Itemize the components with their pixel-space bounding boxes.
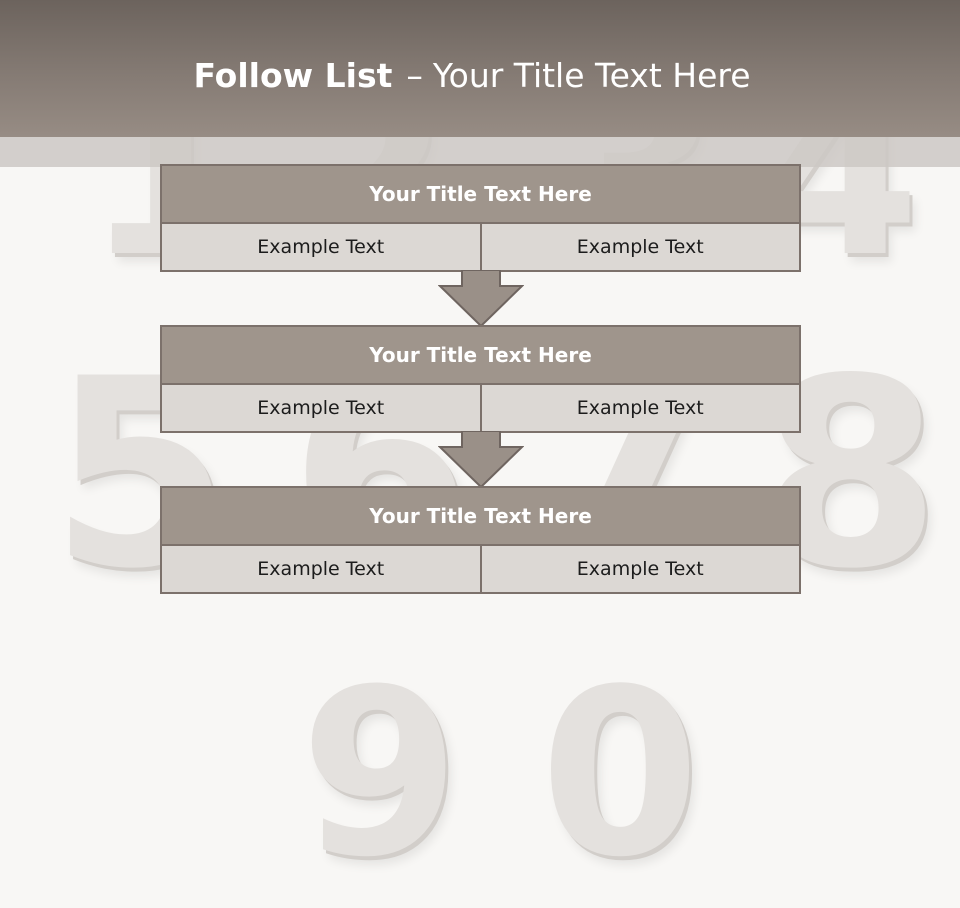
block-cell-right: Example Text: [479, 546, 799, 592]
title-rest: Your Title Text Here: [432, 56, 751, 95]
block-title: Your Title Text Here: [162, 327, 799, 385]
block-row: Example Text Example Text: [162, 546, 799, 592]
slide-title: Follow List–Your Title Text Here: [0, 56, 944, 95]
title-bold: Follow List: [193, 56, 393, 95]
title-separator: –: [406, 56, 423, 95]
block-cell-right: Example Text: [479, 224, 799, 270]
header-band: Follow List–Your Title Text Here: [0, 0, 960, 137]
block-cell-left: Example Text: [162, 546, 480, 592]
block-cell-left: Example Text: [162, 385, 480, 431]
list-block-3: Your Title Text Here Example Text Exampl…: [160, 486, 801, 594]
block-row: Example Text Example Text: [162, 224, 799, 270]
down-arrow-icon: [438, 431, 524, 489]
bg-digit-9: 9: [300, 641, 461, 908]
list-block-1: Your Title Text Here Example Text Exampl…: [160, 164, 801, 272]
block-title: Your Title Text Here: [162, 166, 799, 224]
list-block-2: Your Title Text Here Example Text Exampl…: [160, 325, 801, 433]
block-title: Your Title Text Here: [162, 488, 799, 546]
block-row: Example Text Example Text: [162, 385, 799, 431]
block-cell-right: Example Text: [479, 385, 799, 431]
header-strip: [0, 137, 960, 167]
bg-digit-0: 0: [540, 641, 701, 908]
block-cell-left: Example Text: [162, 224, 480, 270]
down-arrow-icon: [438, 270, 524, 328]
